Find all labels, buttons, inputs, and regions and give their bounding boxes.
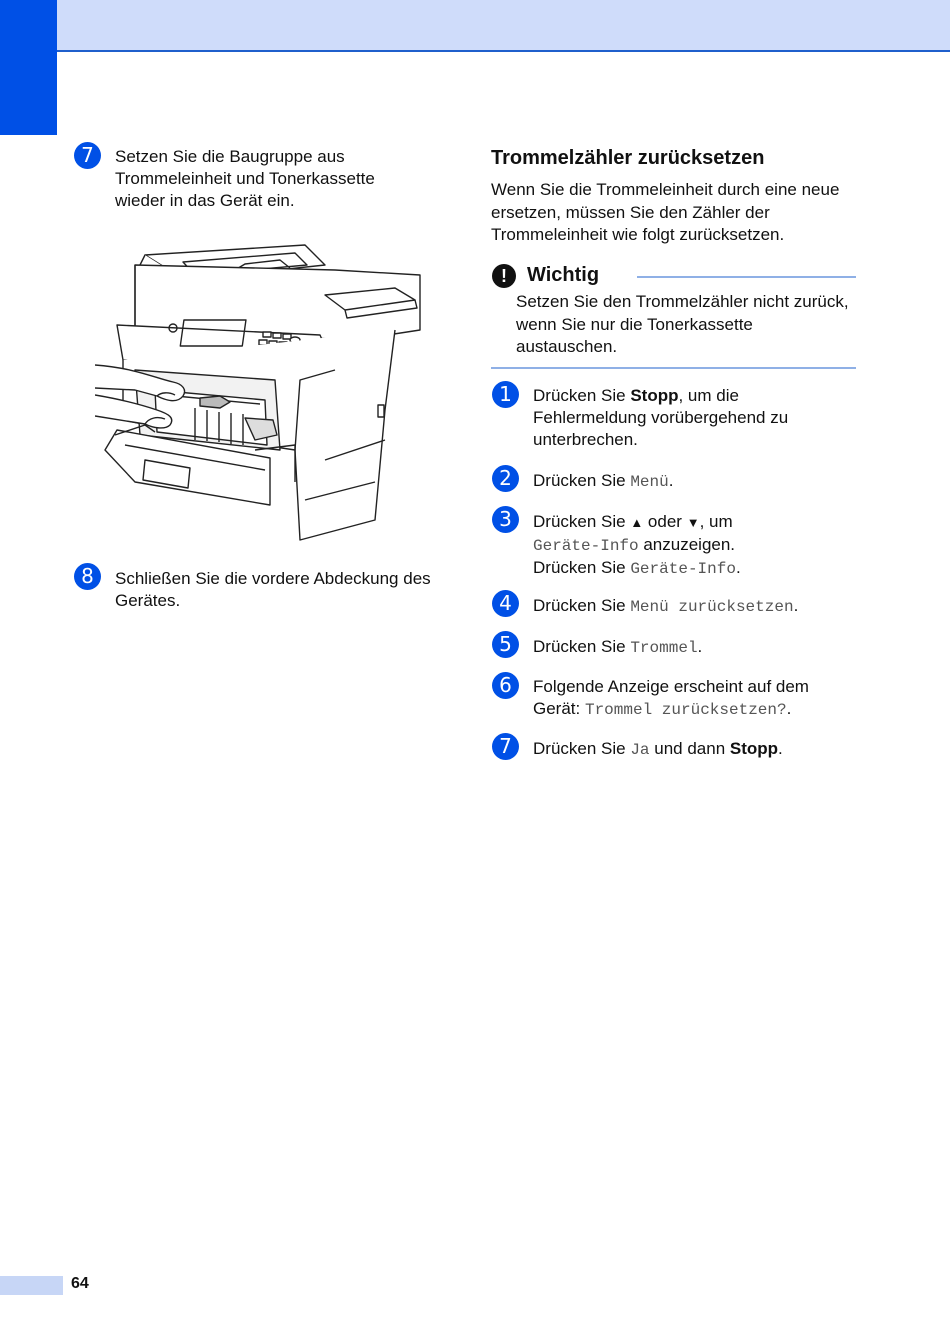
- step-text: Drücken Sie Menü zurücksetzen.: [533, 596, 799, 616]
- step-text: Folgende Anzeige erscheint auf dem Gerät…: [533, 677, 809, 719]
- step-number-badge: 5: [492, 631, 519, 658]
- step-text: Drücken Sie Stopp, um die Fehlermeldung …: [533, 386, 789, 449]
- step-text: Drücken Sie Trommel.: [533, 637, 703, 657]
- exclamation-icon: !: [492, 264, 516, 288]
- step-number-badge: 4: [492, 590, 519, 617]
- step-number-badge: 8: [74, 563, 101, 590]
- display-text: Geräte-Info: [533, 537, 639, 555]
- step-text: Setzen Sie die Baugruppe aus Trommeleinh…: [115, 147, 375, 210]
- display-text: Menü zurücksetzen: [630, 598, 794, 616]
- footer-band: [0, 1276, 63, 1295]
- step-number-badge: 1: [492, 381, 519, 408]
- important-text: Setzen Sie den Trommelzähler nicht zurüc…: [516, 292, 849, 356]
- step-number-badge: 3: [492, 506, 519, 533]
- display-text: Menü: [630, 473, 669, 491]
- display-text: Ja: [630, 741, 650, 759]
- printer-drum-insert-illustration: [95, 244, 421, 541]
- up-arrow-icon: ▲: [630, 515, 644, 530]
- display-text: Geräte-Info: [630, 560, 736, 578]
- display-text: Trommel zurücksetzen?: [584, 701, 787, 719]
- step-text: Drücken Sie Menü.: [533, 471, 674, 491]
- key-name: Stopp: [729, 739, 779, 758]
- step-text: Drücken Sie ▲ oder ▼, um Geräte-Info anz…: [533, 512, 741, 578]
- header-band: [0, 0, 950, 52]
- important-rule-top: [637, 276, 856, 278]
- key-name: Stopp: [630, 386, 679, 405]
- section-intro: Wenn Sie die Trommeleinheit durch eine n…: [491, 180, 840, 244]
- section-heading: Trommelzähler zurücksetzen: [491, 147, 765, 169]
- step-number-badge: 7: [74, 142, 101, 169]
- important-rule-bottom: [491, 367, 856, 369]
- page-number: 64: [71, 1275, 89, 1292]
- chapter-tab: [0, 0, 57, 135]
- down-arrow-icon: ▼: [686, 515, 700, 530]
- important-heading: Wichtig: [527, 264, 600, 286]
- step-text: Schließen Sie die vordere Abdeckung des …: [115, 569, 431, 610]
- step-text: Drücken Sie Ja und dann Stopp.: [533, 739, 783, 759]
- step-number-badge: 2: [492, 465, 519, 492]
- step-number-badge: 7: [492, 733, 519, 760]
- step-number-badge: 6: [492, 672, 519, 699]
- display-text: Trommel: [630, 639, 698, 657]
